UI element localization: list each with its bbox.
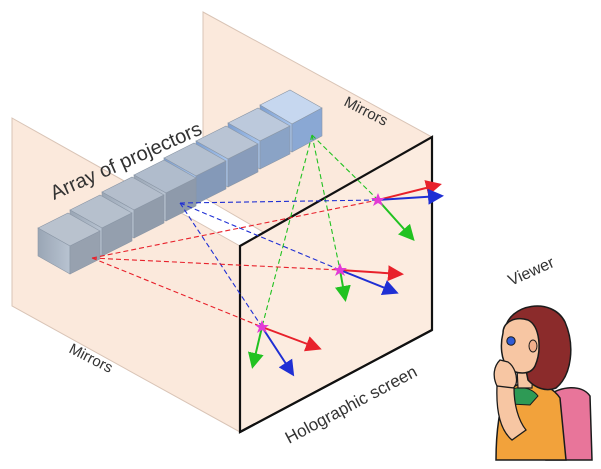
output-arrows <box>247 180 444 377</box>
viewer-eye <box>506 336 516 346</box>
viewer-figure <box>493 305 593 461</box>
star-icon <box>333 263 347 276</box>
star-icon <box>371 193 385 206</box>
image-points <box>255 193 385 333</box>
star-icon <box>255 320 269 333</box>
projection-rays <box>91 134 379 328</box>
projector-array <box>37 89 323 275</box>
projector-cube <box>37 212 101 275</box>
screen-bottom-edge <box>239 329 433 433</box>
viewer-label: Viewer <box>506 254 558 290</box>
